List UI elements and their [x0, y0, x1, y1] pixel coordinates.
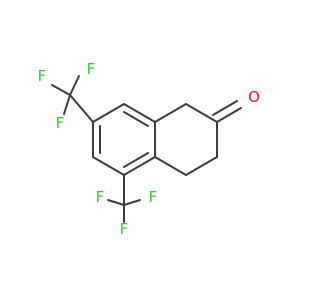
bond-ring-inner-3 [123, 152, 149, 168]
bond-ring-d [92, 156, 125, 176]
bond-cf-lower-1 [107, 199, 125, 206]
bond-sat-e [154, 156, 187, 176]
atom-label-fluorine-upper-left: F [38, 67, 47, 85]
bond-sat-d [185, 156, 218, 176]
bond-ring-a [123, 103, 156, 123]
bond-ketone-2 [212, 100, 238, 116]
atom-label-layer: O F F F F F F [38, 60, 260, 238]
bond-cf-upper-3 [63, 94, 71, 115]
bond-cf-upper-2 [51, 84, 71, 96]
atom-label-fluorine-lower-right: F [149, 188, 158, 206]
bond-cf-upper-1 [69, 75, 80, 96]
bond-ring-b [92, 103, 125, 123]
atom-label-oxygen: O [248, 88, 260, 106]
atom-label-fluorine-upper-bottom: F [56, 114, 65, 132]
atom-label-fluorine-upper-top: F [87, 60, 96, 78]
atom-label-fluorine-lower-left: F [96, 188, 105, 206]
atom-label-fluorine-lower-bottom: F [120, 220, 129, 238]
bond-ring-e [123, 156, 156, 176]
bond-cf3-upper [69, 94, 94, 123]
bond-ketone-1 [216, 107, 242, 123]
bond-cf-lower-2 [123, 199, 141, 206]
molecule-diagram: O F F F F F F [38, 60, 260, 238]
bond-ring-inner-1 [123, 111, 149, 127]
bond-layer [51, 75, 242, 223]
bond-sat-b [185, 103, 218, 123]
bond-sat-a [154, 103, 187, 123]
